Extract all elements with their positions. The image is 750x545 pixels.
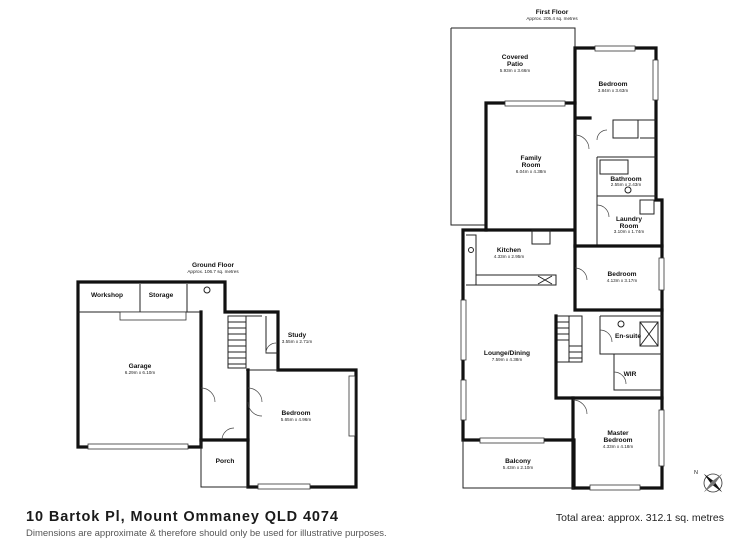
laundry-label-1: Laundry bbox=[616, 216, 642, 223]
ensuite-basin bbox=[617, 320, 625, 328]
bedroom1-window-east bbox=[652, 59, 659, 101]
storage-fixture bbox=[203, 286, 211, 294]
bathroom-bath bbox=[599, 159, 629, 175]
lounge-window-west bbox=[460, 299, 467, 361]
family-room-label-1: Family bbox=[521, 155, 542, 162]
study-size: 3.55m x 2.71m bbox=[282, 339, 313, 344]
ground-doors bbox=[200, 342, 277, 441]
laundry-tub bbox=[639, 199, 655, 215]
balcony-door bbox=[479, 437, 545, 444]
stair-wall bbox=[554, 314, 575, 400]
laundry-size: 3.10m x 1.74m bbox=[614, 229, 645, 234]
porch-wall bbox=[200, 440, 248, 488]
property-address: 10 Bartok Pl, Mount Ommaney QLD 4074 bbox=[26, 509, 339, 525]
garage-label: Garage bbox=[129, 363, 152, 370]
lounge-window-west-2 bbox=[460, 379, 467, 421]
study-wall bbox=[246, 316, 278, 371]
porch-label: Porch bbox=[216, 458, 235, 465]
family-room-label-2: Room bbox=[522, 162, 541, 169]
compass-rose-icon: N bbox=[694, 470, 723, 493]
covered-patio-size: 5.93m x 3.66m bbox=[500, 68, 531, 73]
compass-north-label: N bbox=[694, 470, 698, 476]
master-bedroom-wall bbox=[571, 396, 664, 490]
covered-patio-label-2: Patio bbox=[507, 61, 523, 68]
bedroom2-size: 4.13m x 3.17m bbox=[607, 278, 638, 283]
first-floor-outer-wall bbox=[461, 46, 664, 490]
ground-window-south bbox=[257, 483, 311, 490]
storage-bench bbox=[119, 311, 187, 321]
bathroom-basin bbox=[624, 186, 632, 194]
kitchen-bench bbox=[466, 234, 557, 286]
covered-patio-outline bbox=[450, 27, 576, 226]
bedroom1-closets bbox=[612, 119, 656, 139]
kitchen-size: 4.33m x 2.95m bbox=[494, 254, 525, 259]
bathroom-size: 2.55m x 2.43m bbox=[611, 182, 642, 187]
balcony-outline bbox=[462, 440, 574, 489]
bedroom2-label: Bedroom bbox=[608, 271, 637, 278]
master-window-east bbox=[658, 409, 665, 467]
kitchen-label: Kitchen bbox=[497, 247, 521, 254]
ground-floor-title: Ground Floor bbox=[192, 262, 235, 269]
wir-label: WIR bbox=[624, 371, 637, 378]
ground-window-east bbox=[348, 375, 356, 437]
disclaimer-text: Dimensions are approximate & therefore s… bbox=[26, 528, 387, 539]
family-window bbox=[504, 100, 566, 107]
bedroom2-wall bbox=[573, 244, 664, 312]
bedroom1-size: 3.84m x 3.63m bbox=[598, 88, 629, 93]
workshop-label: Workshop bbox=[91, 292, 123, 299]
bedroom-ground-size: 5.65m x 4.96m bbox=[281, 417, 312, 422]
ground-floor: Ground Floor Approx. 106.7 sq. metres Wo… bbox=[76, 262, 358, 490]
ensuite-fixtures bbox=[639, 321, 659, 347]
first-floor: First Floor Approx. 205.4 sq. metres bbox=[450, 9, 665, 491]
kitchen-sink bbox=[468, 247, 474, 253]
covered-patio-label-1: Covered bbox=[502, 54, 528, 61]
master-bedroom-label-1: Master bbox=[607, 430, 629, 437]
garage-door bbox=[87, 443, 189, 450]
bedroom2-window bbox=[658, 257, 665, 291]
master-window-south bbox=[589, 484, 641, 491]
master-bedroom-label-2: Bedroom bbox=[604, 437, 633, 444]
master-bedroom-size: 4.33m x 4.18m bbox=[603, 444, 634, 449]
bedroom1-wall bbox=[573, 101, 592, 248]
balcony-size: 5.43m x 2.10m bbox=[503, 465, 534, 470]
storage-label: Storage bbox=[149, 292, 174, 299]
bathroom-label: Bathroom bbox=[610, 176, 641, 183]
bedroom1-label: Bedroom bbox=[599, 81, 628, 88]
family-room-size: 6.04m x 4.38m bbox=[516, 169, 547, 174]
laundry-label-2: Room bbox=[620, 223, 639, 230]
kitchen-pantry bbox=[531, 229, 551, 245]
ensuite-label: En-suite bbox=[615, 333, 641, 340]
kitchen-cooktop bbox=[537, 275, 553, 285]
balcony-label: Balcony bbox=[505, 458, 531, 465]
bedroom-ground-label: Bedroom bbox=[282, 410, 311, 417]
first-floor-title: First Floor bbox=[536, 9, 569, 16]
lounge-dining-size: 7.59m x 4.38m bbox=[492, 357, 523, 362]
total-area: Total area: approx. 312.1 sq. metres bbox=[555, 512, 724, 524]
garage-size: 6.29m x 6.10m bbox=[125, 370, 156, 375]
first-floor-area: Approx. 205.4 sq. metres bbox=[526, 16, 578, 21]
ground-floor-area: Approx. 106.7 sq. metres bbox=[187, 269, 239, 274]
first-floor-doors bbox=[572, 129, 627, 415]
bedroom1-window bbox=[594, 45, 636, 52]
lounge-dining-label: Lounge/Dining bbox=[484, 350, 530, 357]
ensuite-walls bbox=[599, 315, 662, 391]
first-stair bbox=[555, 315, 583, 363]
study-label: Study bbox=[288, 332, 307, 339]
ground-stair bbox=[227, 315, 262, 369]
